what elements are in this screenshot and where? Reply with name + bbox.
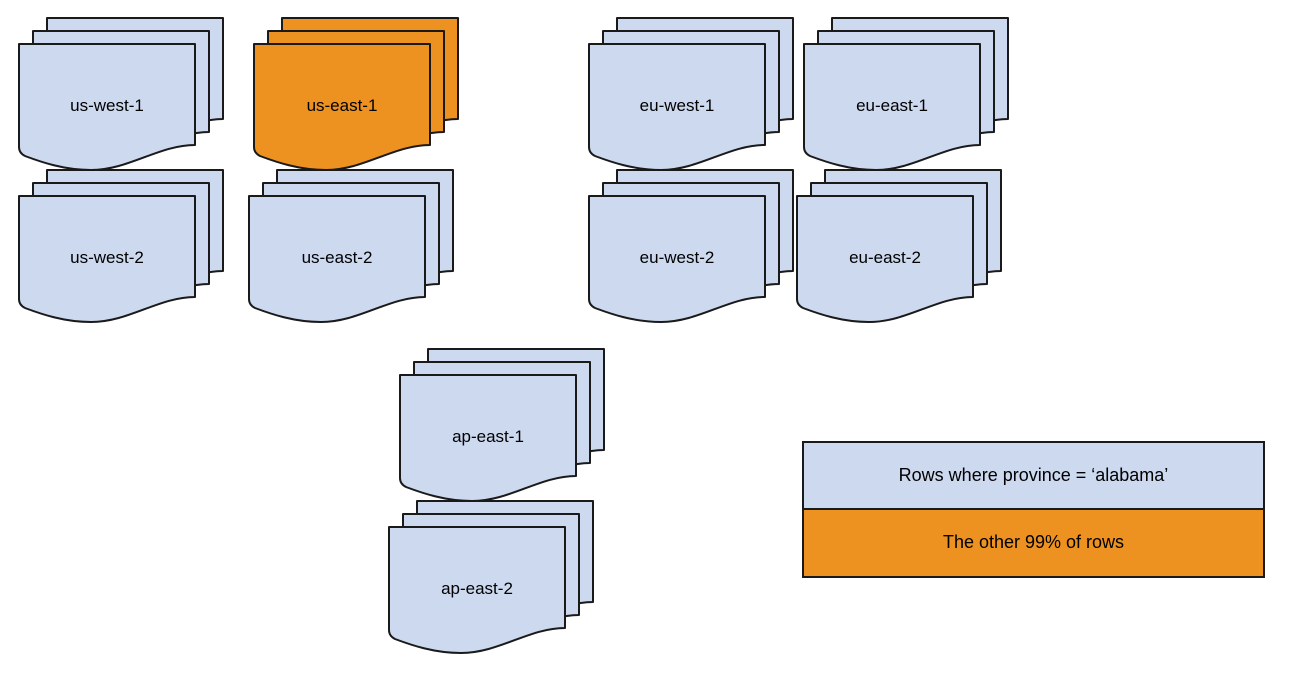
document-stack-ap-east-1[interactable]: ap-east-1: [386, 335, 618, 515]
legend: Rows where province = ‘alabama’ The othe…: [802, 441, 1265, 578]
document-stack-us-east-2[interactable]: us-east-2: [235, 156, 467, 336]
document-sheet: [248, 195, 426, 323]
document-stack-us-west-2[interactable]: us-west-2: [5, 156, 237, 336]
document-sheet: [588, 195, 766, 323]
document-stack-eu-east-2[interactable]: eu-east-2: [783, 156, 1015, 336]
document-sheet: [18, 195, 196, 323]
stack-shape-us-east-1: [253, 17, 459, 171]
legend-label-other: The other 99% of rows: [942, 532, 1125, 553]
document-stack-ap-east-2[interactable]: ap-east-2: [375, 487, 607, 667]
stack-shape-eu-east-1: [803, 17, 1009, 171]
stack-shape-us-west-2: [18, 169, 224, 323]
document-sheet: [796, 195, 974, 323]
document-stack-us-east-1[interactable]: us-east-1: [240, 4, 472, 184]
document-sheet: [803, 43, 981, 171]
document-stack-eu-west-2[interactable]: eu-west-2: [575, 156, 807, 336]
document-sheet: [399, 374, 577, 502]
legend-row-other: The other 99% of rows: [804, 509, 1263, 576]
stack-shape-eu-west-1: [588, 17, 794, 171]
stack-shape-eu-west-2: [588, 169, 794, 323]
document-sheet: [588, 43, 766, 171]
stack-shape-us-west-1: [18, 17, 224, 171]
legend-label-alabama: Rows where province = ‘alabama’: [898, 464, 1169, 485]
stack-shape-ap-east-2: [388, 500, 594, 654]
stack-shape-eu-east-2: [796, 169, 1002, 323]
legend-row-alabama: Rows where province = ‘alabama’: [804, 443, 1263, 510]
document-sheet: [18, 43, 196, 171]
document-sheet: [253, 43, 431, 171]
stack-shape-us-east-2: [248, 169, 454, 323]
stack-shape-ap-east-1: [399, 348, 605, 502]
document-sheet: [388, 526, 566, 654]
document-stack-us-west-1[interactable]: us-west-1: [5, 4, 237, 184]
